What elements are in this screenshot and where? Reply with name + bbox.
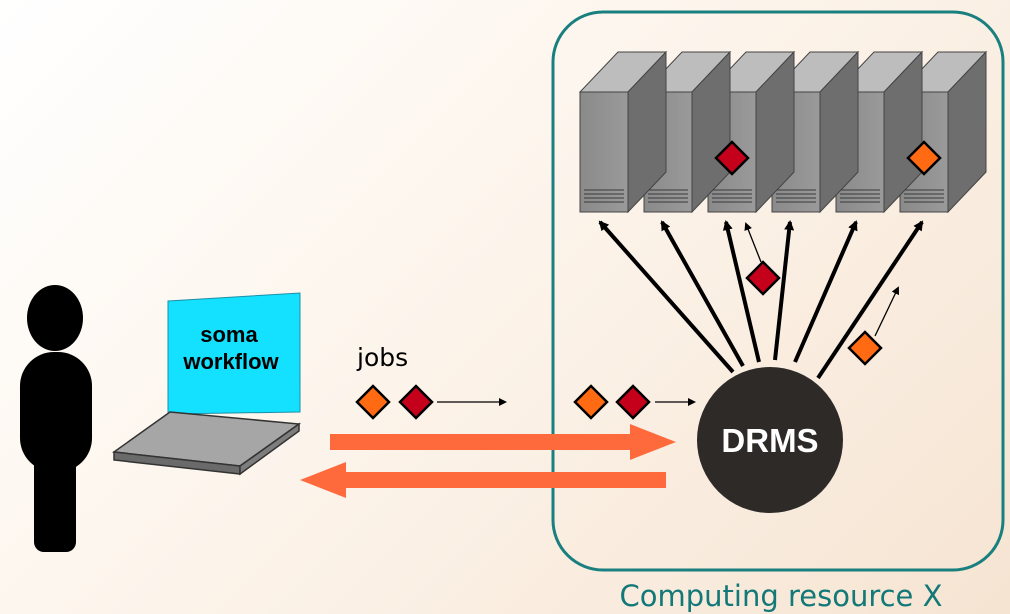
user-person-icon (20, 285, 92, 552)
job-orange (573, 384, 609, 420)
dispatch-arrow (773, 220, 795, 361)
return-arrow (300, 462, 666, 498)
running-job (906, 140, 942, 176)
job-red (615, 384, 651, 420)
laptop-screen-line1: soma (200, 322, 258, 347)
jobs-label: jobs (356, 343, 408, 372)
server-rack (578, 50, 988, 214)
drms-label: DRMS (721, 422, 818, 459)
laptop-icon (111, 292, 302, 476)
dispatch-arrow (598, 220, 735, 374)
job-red (398, 384, 434, 420)
dispatch-arrow (816, 220, 924, 380)
job-motion-arrows (437, 222, 900, 406)
running-job (714, 140, 750, 176)
dispatch-arrow (793, 220, 858, 363)
dispatch-arrow (660, 220, 745, 367)
laptop-screen-line2: workflow (182, 349, 279, 374)
job-diamonds (355, 260, 883, 420)
computing-resource-box (551, 10, 1005, 572)
server-tower (578, 50, 668, 214)
computing-resource-label: Computing resource X (620, 579, 943, 613)
drms-node (697, 367, 843, 513)
server-tower (642, 50, 732, 214)
job-orange (355, 384, 391, 420)
laptop-screen (167, 292, 301, 415)
dispatch-arrows (598, 220, 924, 380)
job-red (745, 260, 781, 296)
dispatch-arrow (722, 220, 761, 363)
job-orange (847, 330, 883, 366)
server-tower (834, 50, 924, 214)
submit-arrow (330, 424, 676, 460)
